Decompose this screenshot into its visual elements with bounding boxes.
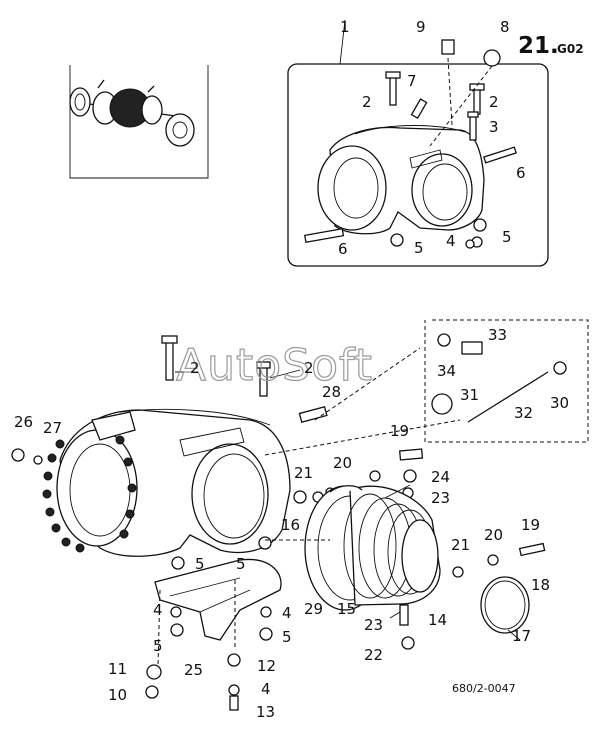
- callout-4: 4: [446, 232, 456, 250]
- callout-4: 4: [282, 604, 292, 622]
- callout-24: 24: [431, 468, 450, 486]
- callout-13: 13: [256, 703, 275, 721]
- callout-3: 3: [489, 118, 499, 136]
- callout-7: 7: [407, 72, 417, 90]
- upper-axle-housing: [317, 125, 485, 235]
- callout-34: 34: [437, 362, 456, 380]
- assembly-frame: [287, 63, 549, 267]
- callout-33: 33: [488, 326, 507, 344]
- callout-16: 16: [281, 516, 300, 534]
- callout-14: 14: [428, 611, 447, 629]
- callout-4: 4: [261, 680, 271, 698]
- callout-10: 10: [108, 686, 127, 704]
- callout-23: 23: [431, 489, 450, 507]
- callout-32: 32: [514, 404, 533, 422]
- callout-6: 6: [338, 240, 348, 258]
- callout-2: 2: [304, 359, 314, 377]
- callout-1: 1: [340, 18, 350, 36]
- callout-19: 19: [521, 516, 540, 534]
- watermark: AutoSoft: [176, 340, 373, 391]
- callout-2: 2: [489, 93, 499, 111]
- callout-28: 28: [322, 383, 341, 401]
- callout-19: 19: [390, 422, 409, 440]
- callout-27: 27: [43, 419, 62, 437]
- callout-5: 5: [153, 637, 163, 655]
- axle-thumbnail: [69, 65, 209, 179]
- upper-bolts: [304, 39, 517, 249]
- callout-12: 12: [257, 657, 276, 675]
- callout-5: 5: [195, 555, 205, 573]
- callout-11: 11: [108, 660, 127, 678]
- callout-17: 17: [512, 627, 531, 645]
- callout-5: 5: [282, 628, 292, 646]
- hose-clamp-16: [329, 485, 363, 493]
- callout-2: 2: [362, 93, 372, 111]
- flange-studs: [11, 435, 137, 553]
- callout-15: 15: [337, 600, 356, 618]
- bolt-23: [399, 604, 409, 626]
- callout-18: 18: [531, 576, 550, 594]
- bellows-boot: [304, 485, 441, 611]
- callout-20: 20: [484, 526, 503, 544]
- callout-26: 26: [14, 413, 33, 431]
- callout-30: 30: [550, 394, 569, 412]
- page-title: 21.: [518, 33, 559, 59]
- callout-2: 2: [190, 359, 200, 377]
- callout-6: 6: [516, 164, 526, 182]
- callout-25: 25: [184, 661, 203, 679]
- callout-5: 5: [236, 555, 246, 573]
- bracket-25: [154, 558, 282, 641]
- callout-9: 9: [416, 18, 426, 36]
- callout-5: 5: [414, 239, 424, 257]
- lower-axle-housing: [56, 408, 291, 557]
- document-number: 680/2-0047: [452, 682, 516, 695]
- callout-20: 20: [333, 454, 352, 472]
- clamp-ring-17: [480, 576, 530, 634]
- callout-5: 5: [502, 228, 512, 246]
- callout-21: 21: [294, 464, 313, 482]
- callout-31: 31: [460, 386, 479, 404]
- page-subtitle: G02: [557, 42, 584, 56]
- callout-21: 21: [451, 536, 470, 554]
- callout-23: 23: [364, 616, 383, 634]
- callout-4: 4: [153, 601, 163, 619]
- callout-8: 8: [500, 18, 510, 36]
- callout-29: 29: [304, 600, 323, 618]
- callout-22: 22: [364, 646, 383, 664]
